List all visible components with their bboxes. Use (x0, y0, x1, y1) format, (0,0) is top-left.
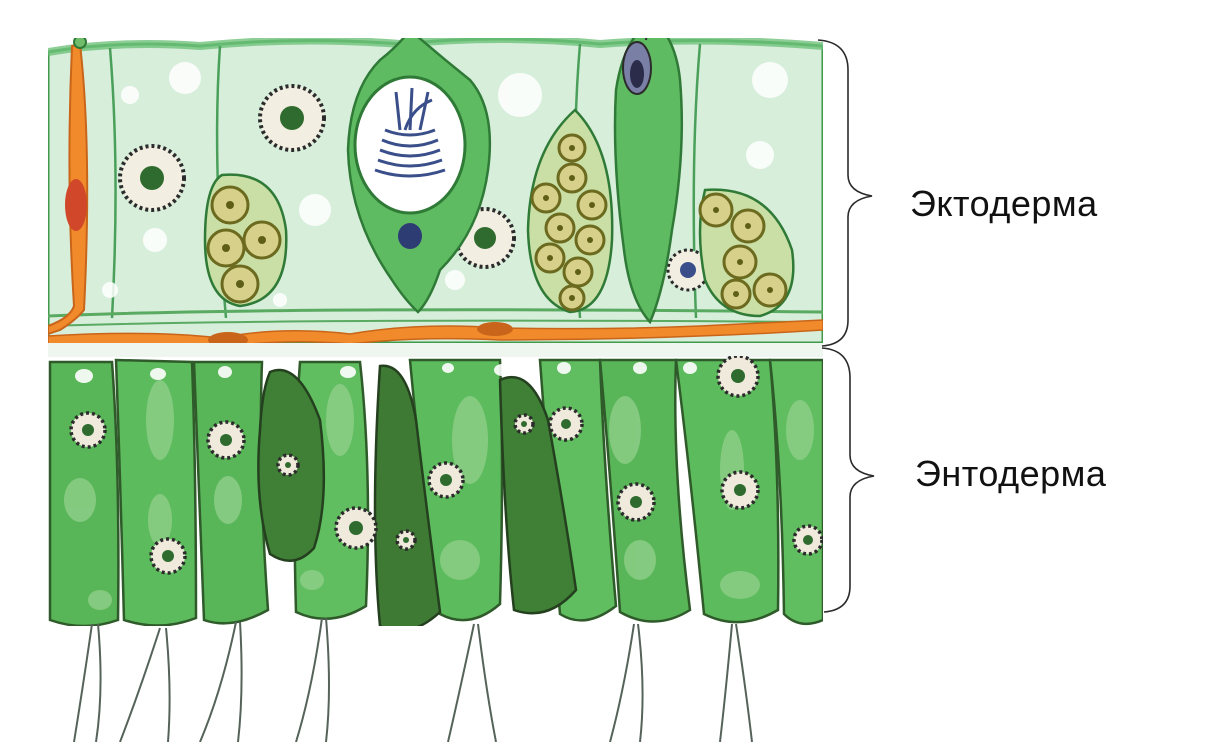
interstitial-cell-cluster (205, 175, 286, 306)
ectoderm-nucleus (120, 146, 184, 210)
mesoglea (48, 343, 823, 357)
ectoderm-nucleus (260, 86, 324, 150)
endoderm-brace (822, 348, 874, 612)
endoderm-flagella (74, 618, 752, 742)
ectoderm-brace (818, 40, 872, 346)
ectoderm-layer (48, 4, 823, 348)
endoderm-label: Энтодерма (915, 453, 1106, 495)
endoderm-layer (50, 356, 823, 631)
ectoderm-label: Эктодерма (910, 183, 1098, 225)
